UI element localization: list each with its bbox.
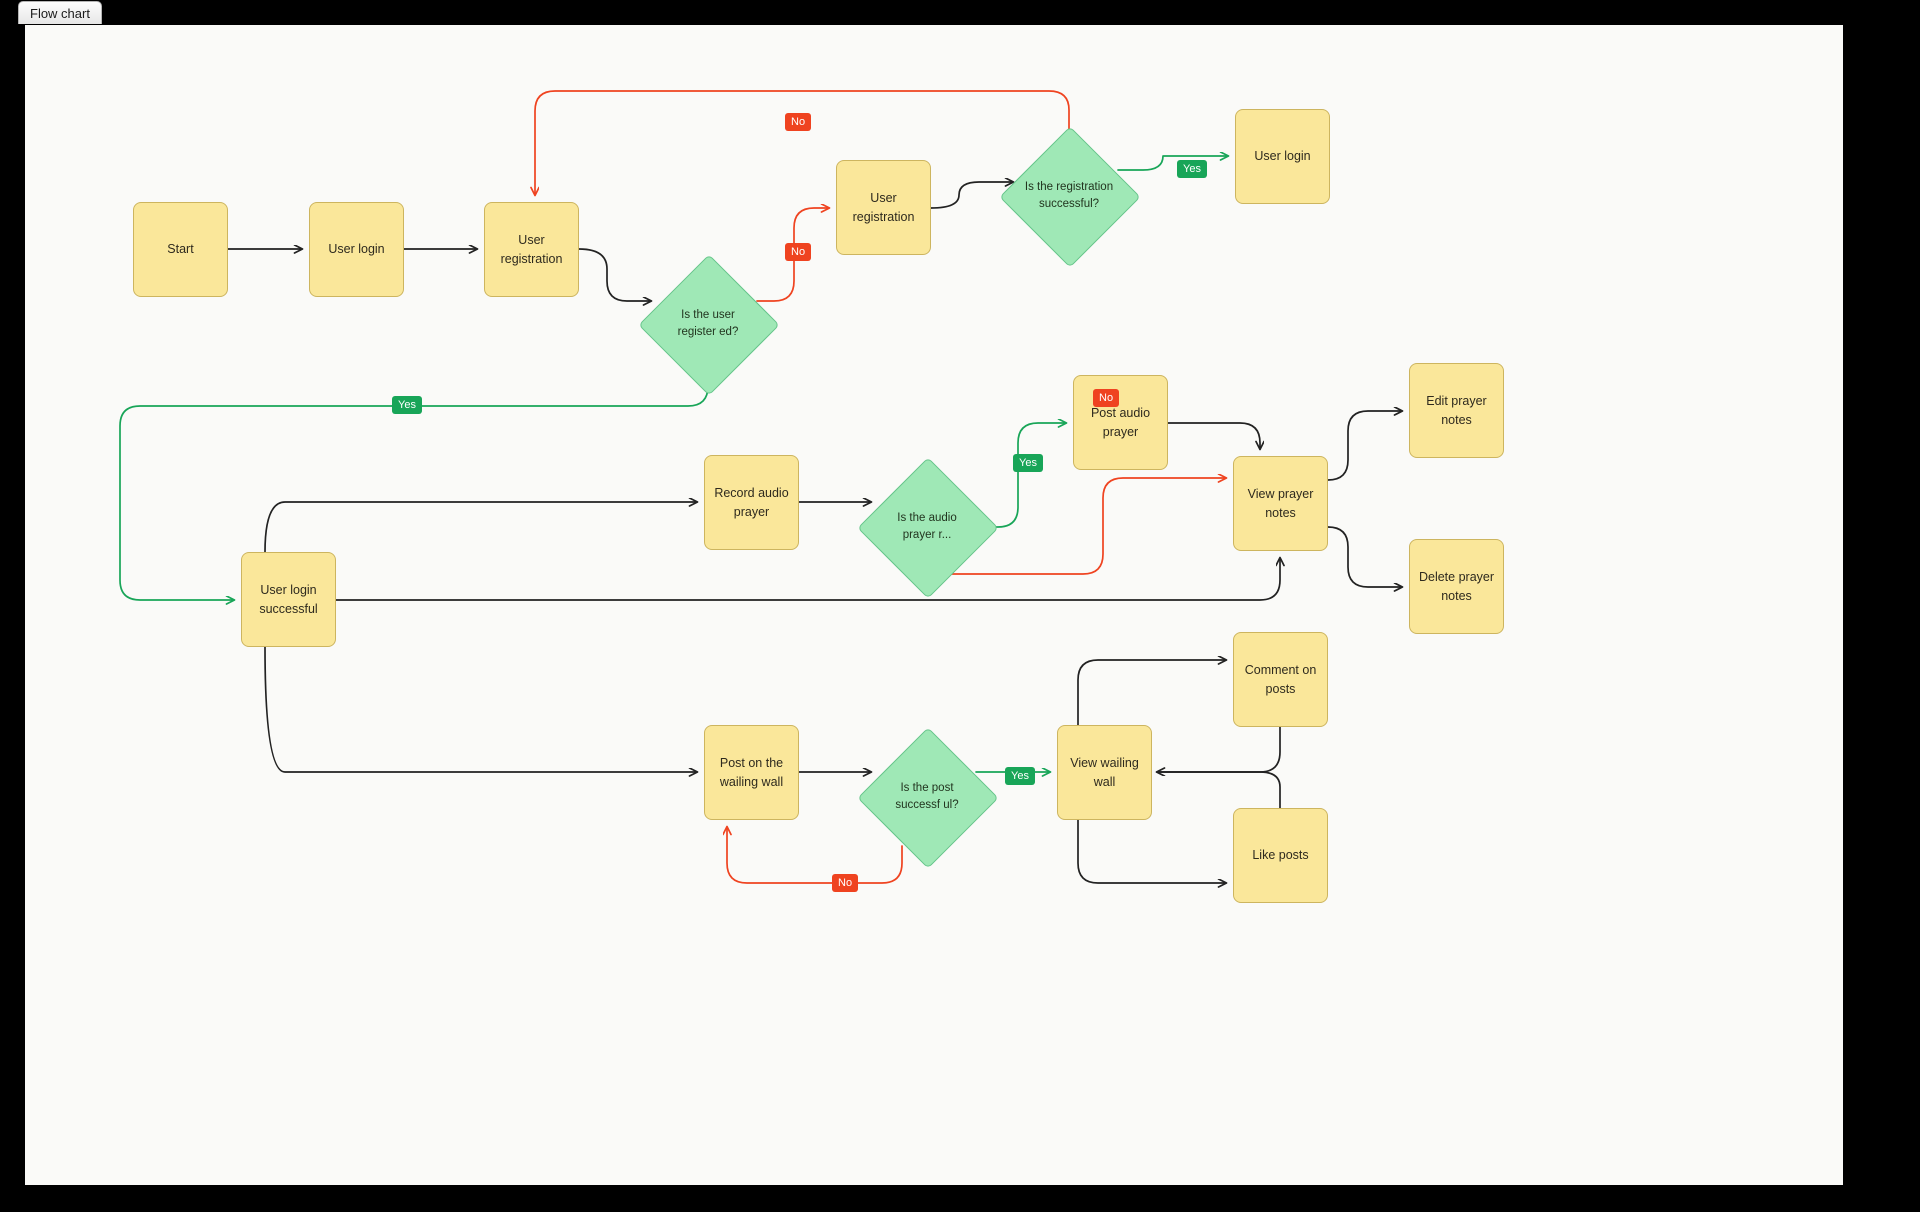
node-deletenotes[interactable]: Delete prayer notes [1409,539,1504,634]
edge-loginok-viewnotes [335,558,1280,601]
edge-label-no-7[interactable]: No [832,874,859,892]
node-login1[interactable]: User login [309,202,404,297]
node-label: Delete prayer notes [1418,570,1495,603]
node-label: User registration [852,191,915,224]
node-label: Comment on posts [1244,663,1317,696]
edge-like-viewwall [1156,771,1281,809]
edge-label-no-0[interactable]: No [785,113,812,131]
node-comment[interactable]: Comment on posts [1233,632,1328,727]
node-reg1[interactable]: User registration [484,202,579,297]
tab-flow-chart[interactable]: Flow chart [18,1,102,24]
tab-bar: Flow chart [0,0,1920,26]
edge-viewnotes-deletenotes [1327,526,1402,587]
node-label: Post on the wailing wall [719,756,784,789]
node-loginok[interactable]: User login successful [241,552,336,647]
edge-reg1-isreg [578,248,651,301]
node-label: Post audio prayer [1090,406,1151,439]
node-label: User login [1254,149,1311,164]
node-label: Is the registration successful? [1024,180,1114,210]
node-login2[interactable]: User login [1235,109,1330,204]
node-viewnotes[interactable]: View prayer notes [1233,456,1328,551]
edge-label-no-1[interactable]: No [785,243,812,261]
edge-postaudio-viewnotes [1167,422,1260,449]
node-label: Record audio prayer [714,486,789,519]
edge-isreg-loginok-yes [119,372,709,600]
node-label: View prayer notes [1247,487,1314,520]
node-label: View wailing wall [1070,756,1139,789]
node-like[interactable]: Like posts [1233,808,1328,903]
node-reg2[interactable]: User registration [836,160,931,255]
edge-label-yes-2[interactable]: Yes [1177,160,1207,178]
node-start[interactable]: Start [133,202,228,297]
edge-reg2-isregok [930,182,1013,209]
node-label: Is the audio prayer r... [897,511,957,541]
edge-label-yes-4[interactable]: Yes [1013,454,1043,472]
node-label: Start [167,242,194,257]
edge-label-yes-6[interactable]: Yes [1005,767,1035,785]
node-label: User login successful [259,583,318,616]
edge-label-yes-3[interactable]: Yes [392,396,422,414]
node-label: Edit prayer notes [1426,394,1487,427]
node-isreg[interactable]: Is the user register ed? [638,254,780,396]
edge-loginok-postwall [264,646,697,772]
node-label: User registration [500,233,563,266]
edge-viewnotes-editnotes [1327,411,1402,481]
node-editnotes[interactable]: Edit prayer notes [1409,363,1504,458]
edge-ispost-postwall-no [727,827,903,884]
node-record[interactable]: Record audio prayer [704,455,799,550]
edge-viewwall-like [1077,819,1226,883]
edge-viewwall-comment [1077,660,1226,726]
tab-label: Flow chart [30,5,90,21]
edge-loginok-record [264,502,697,553]
edge-isregok-login2-yes [1117,156,1228,171]
node-viewwall[interactable]: View wailing wall [1057,725,1152,820]
node-label: Like posts [1252,848,1309,863]
node-isregok[interactable]: Is the registration successful? [999,126,1141,268]
edge-comment-viewwall [1157,726,1281,772]
node-ispost[interactable]: Is the post successf ul? [857,727,999,869]
edge-isregok-reg1-no [535,90,1070,195]
node-isaudio[interactable]: Is the audio prayer r... [857,457,999,599]
node-label: Is the post successf ul? [895,781,959,811]
node-label: Is the user register ed? [677,308,739,338]
edge-isaudio-postaudio-yes [975,423,1066,528]
node-postaudio[interactable]: Post audio prayer [1073,375,1168,470]
edge-label-no-5[interactable]: No [1093,389,1120,407]
node-postwall[interactable]: Post on the wailing wall [704,725,799,820]
node-label: User login [328,242,385,257]
